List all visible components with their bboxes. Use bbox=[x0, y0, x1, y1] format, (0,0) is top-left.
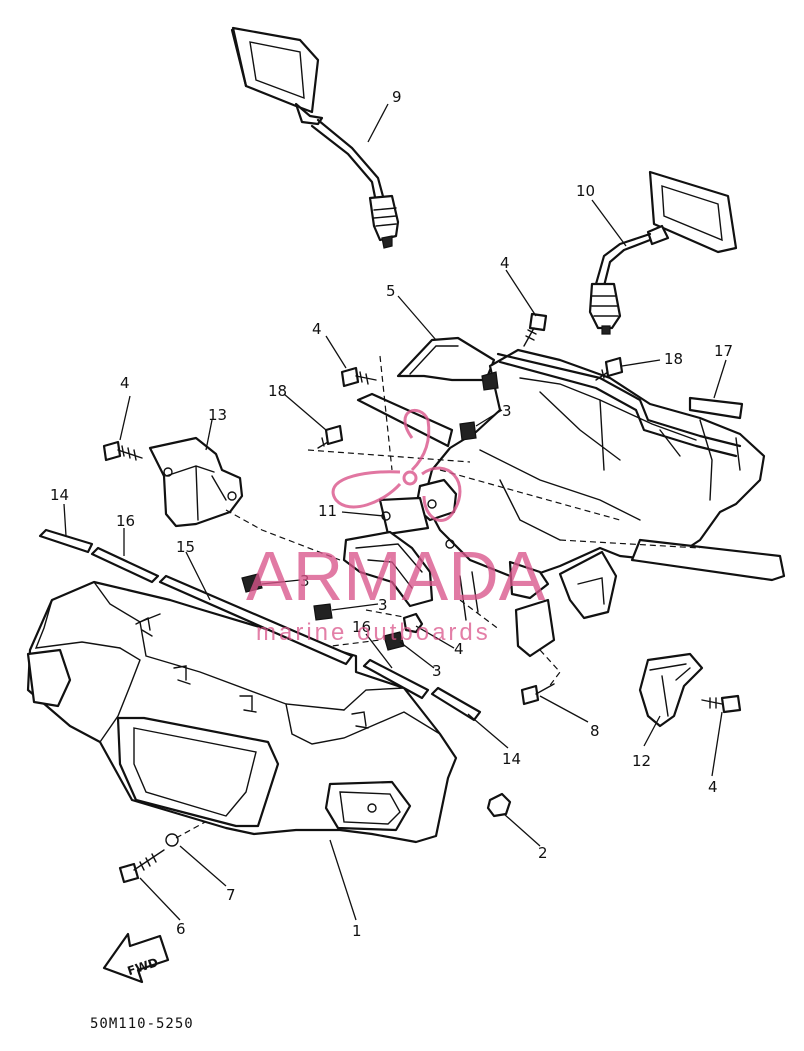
callout-11: 11 bbox=[318, 502, 337, 520]
callout-4-top-right: 4 bbox=[500, 254, 510, 272]
grommet-3-b bbox=[313, 603, 333, 621]
grommet-3-c bbox=[459, 421, 477, 441]
logo-marks bbox=[135, 616, 369, 729]
bolt-18-b bbox=[595, 356, 624, 381]
bolt-4-a bbox=[102, 440, 143, 462]
callout-3-lower: 3 bbox=[432, 662, 442, 680]
callout-18-right: 18 bbox=[664, 350, 683, 368]
drawing-code: 50M110-5250 bbox=[90, 1016, 194, 1032]
handlebar-cover bbox=[26, 580, 458, 844]
handlebar-assembly bbox=[342, 336, 786, 658]
callout-14-right: 14 bbox=[502, 750, 521, 768]
watermark-tagline: marine outboards bbox=[256, 619, 491, 646]
callout-4-center: 4 bbox=[454, 640, 464, 658]
callout-labels: 9 10 4 5 4 4 13 18 18 17 3 11 3 3 3 4 14… bbox=[50, 88, 733, 940]
bracket-12 bbox=[638, 652, 704, 728]
mirror-left bbox=[230, 26, 400, 249]
fasteners bbox=[102, 312, 742, 884]
callout-8: 8 bbox=[590, 722, 600, 740]
watermark-logo-icon bbox=[331, 408, 462, 522]
callout-12: 12 bbox=[632, 752, 651, 770]
bolt-8 bbox=[520, 683, 555, 706]
callout-18-left: 18 bbox=[268, 382, 287, 400]
callout-4-left: 4 bbox=[120, 374, 130, 392]
mirror-right bbox=[588, 170, 738, 335]
callout-13: 13 bbox=[208, 406, 227, 424]
bolt-4-d bbox=[701, 694, 742, 714]
grommet-3-e bbox=[481, 371, 499, 391]
callout-15: 15 bbox=[176, 538, 195, 556]
callout-2: 2 bbox=[538, 844, 548, 862]
leader-lines bbox=[63, 103, 727, 921]
washer-7 bbox=[165, 833, 179, 847]
bolt-4-b bbox=[340, 366, 377, 388]
bolt-6 bbox=[118, 849, 165, 884]
bracket-13 bbox=[148, 436, 244, 528]
callout-3-mid-a: 3 bbox=[300, 572, 310, 590]
callout-6: 6 bbox=[176, 920, 186, 938]
callout-3-upper: 3 bbox=[502, 402, 512, 420]
fwd-arrow: FWD bbox=[102, 932, 170, 984]
callout-3-mid-b: 3 bbox=[378, 596, 388, 614]
nut-2 bbox=[486, 792, 512, 818]
callout-14-left: 14 bbox=[50, 486, 69, 504]
callout-4-right: 4 bbox=[708, 778, 718, 796]
callout-4-top-left: 4 bbox=[312, 320, 322, 338]
callout-7: 7 bbox=[226, 886, 236, 904]
bolt-4-c bbox=[523, 312, 548, 347]
bolt-18-a bbox=[317, 424, 344, 449]
callout-17: 17 bbox=[714, 342, 733, 360]
callout-5: 5 bbox=[386, 282, 396, 300]
callout-16-right: 16 bbox=[352, 618, 371, 636]
grommet-3-a bbox=[241, 573, 263, 593]
grommet-3-d bbox=[383, 631, 405, 651]
callout-16-left: 16 bbox=[116, 512, 135, 530]
watermark: ARMADA marine outboards bbox=[246, 408, 546, 646]
callout-10: 10 bbox=[576, 182, 595, 200]
watermark-brand: ARMADA bbox=[246, 537, 546, 615]
callout-9: 9 bbox=[392, 88, 402, 106]
trim-strips bbox=[38, 396, 744, 722]
callout-1: 1 bbox=[352, 922, 362, 940]
